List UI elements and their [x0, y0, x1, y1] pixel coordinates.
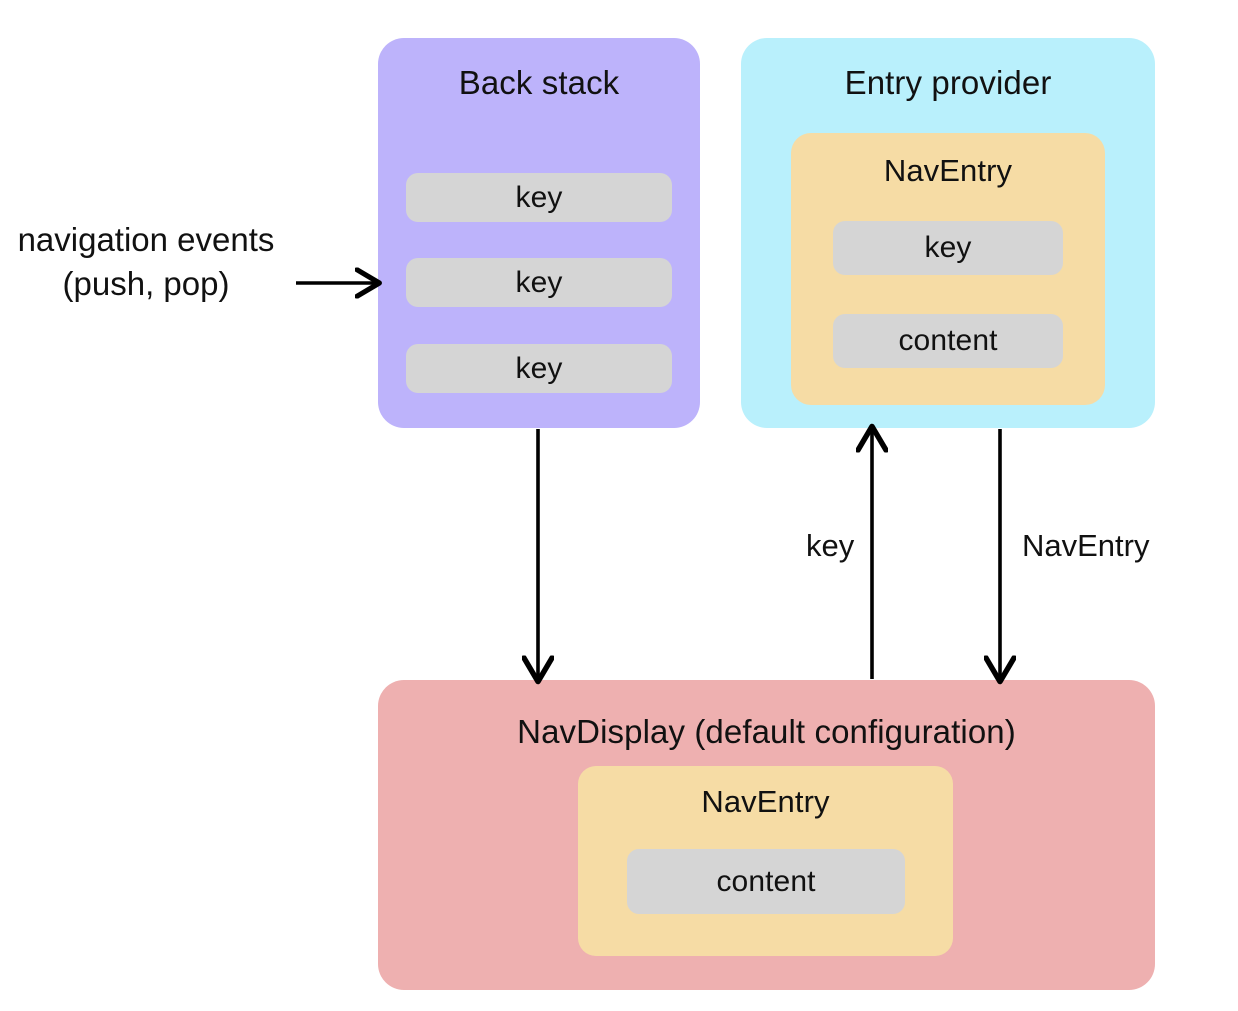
nav-display-box[interactable]: NavDisplay (default configuration) NavEn… — [378, 680, 1155, 990]
back-stack-box[interactable]: Back stack key key key — [378, 38, 700, 428]
arrow-label-key: key — [806, 528, 855, 563]
navigation-events-line-1: navigation events — [17, 221, 275, 258]
nav-display-nav-entry-content-slot[interactable]: content — [627, 849, 905, 914]
entry-provider-nav-entry-key-slot[interactable]: key — [833, 221, 1063, 275]
back-stack-key-2[interactable]: key — [406, 344, 672, 393]
entry-provider-box[interactable]: Entry provider NavEntry key content — [741, 38, 1155, 428]
nav-display-nav-entry-title: NavEntry — [701, 784, 830, 819]
back-stack-key-1[interactable]: key — [406, 258, 672, 307]
entry-provider-title: Entry provider — [844, 64, 1052, 101]
navigation-events-line-2: (push, pop) — [62, 264, 230, 302]
nav-display-nav-entry-box[interactable]: NavEntry content — [578, 766, 953, 956]
entry-provider-nav-entry-content-slot[interactable]: content — [833, 314, 1063, 368]
back-stack-title: Back stack — [458, 64, 620, 101]
entry-provider-nav-entry-title: NavEntry — [883, 153, 1013, 188]
nav-display-title: NavDisplay (default configuration) — [517, 713, 1016, 750]
back-stack-key-0[interactable]: key — [406, 173, 672, 222]
entry-provider-nav-entry-box[interactable]: NavEntry key content — [791, 133, 1105, 405]
arrow-label-naventry: NavEntry — [1022, 528, 1150, 563]
navigation-events-label: navigation events (push, pop) — [8, 218, 284, 305]
